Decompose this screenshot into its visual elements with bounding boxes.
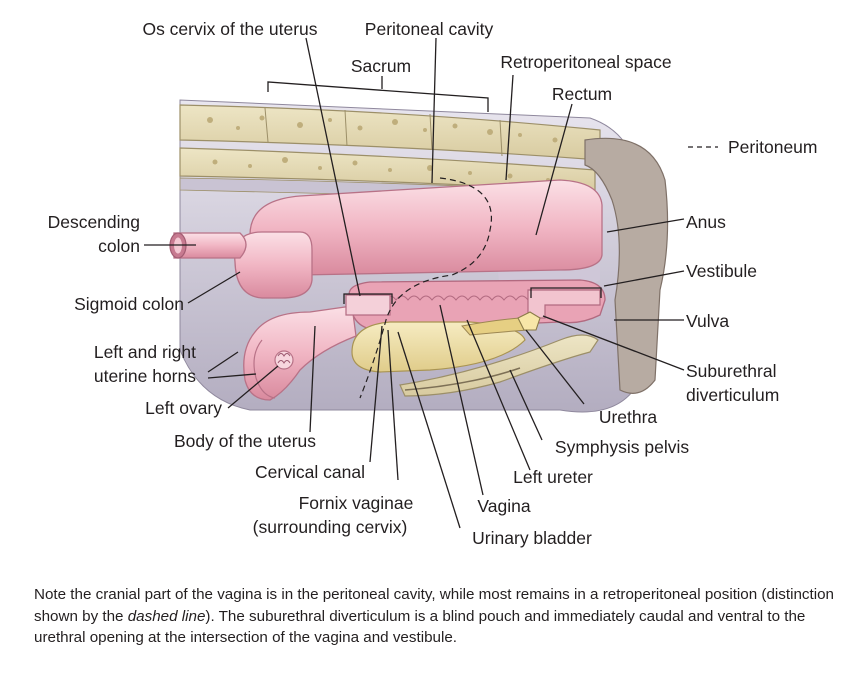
label-peritoneum: Peritoneum xyxy=(728,137,818,157)
label-uterine-horns-1: Left and right xyxy=(94,342,196,362)
suburethral-diverticulum xyxy=(517,311,541,331)
label-vagina: Vagina xyxy=(477,496,530,516)
caption-emphasis: dashed line xyxy=(127,607,206,625)
label-suburethral-2: diverticulum xyxy=(686,385,779,405)
perineal-wall xyxy=(584,137,669,394)
cervix xyxy=(345,294,391,316)
leader-lines xyxy=(144,37,718,529)
cervix-bracket xyxy=(343,293,393,304)
ovary xyxy=(274,350,294,370)
label-body-of-uterus: Body of the uterus xyxy=(174,431,316,451)
label-anus: Anus xyxy=(686,212,726,232)
label-cervical-canal: Cervical canal xyxy=(255,462,365,482)
label-suburethral-1: Suburethral xyxy=(686,361,776,381)
sacrum-bracket xyxy=(267,76,489,112)
label-uterine-horns-2: uterine horns xyxy=(94,366,196,386)
label-vestibule: Vestibule xyxy=(686,261,757,281)
sigmoid-colon xyxy=(234,231,313,299)
label-os-cervix: Os cervix of the uterus xyxy=(142,19,317,39)
label-fornix-1: Fornix vaginae xyxy=(299,493,414,513)
label-urinary-bladder: Urinary bladder xyxy=(472,528,592,548)
label-sigmoid-colon: Sigmoid colon xyxy=(74,294,184,314)
vestibule-bracket xyxy=(530,287,602,298)
label-peritoneal-cavity: Peritoneal cavity xyxy=(365,19,494,39)
label-retroperitoneal-space: Retroperitoneal space xyxy=(500,52,671,72)
label-left-ureter: Left ureter xyxy=(513,467,593,487)
label-fornix-2: (surrounding cervix) xyxy=(253,517,408,537)
caption-text-1: Note the cranial part of the vagina is i… xyxy=(34,586,835,625)
symphysis-pelvis xyxy=(399,334,599,397)
label-sacrum: Sacrum xyxy=(351,56,411,76)
label-descending-colon-1: Descending xyxy=(48,212,140,232)
label-urethra: Urethra xyxy=(599,407,658,427)
label-rectum: Rectum xyxy=(552,84,612,104)
uterine-horns xyxy=(253,339,276,399)
label-vulva: Vulva xyxy=(686,311,729,331)
sacrum xyxy=(179,104,601,201)
label-descending-colon-2: colon xyxy=(98,236,140,256)
figure-caption: Note the cranial part of the vagina is i… xyxy=(34,584,834,649)
anatomy-diagram: Os cervix of the uterus Peritoneal cavit… xyxy=(48,19,818,548)
label-left-ovary: Left ovary xyxy=(145,398,222,418)
caption-text-2: ). The suburethral diverticulum is a bli… xyxy=(34,607,806,647)
uterine-body xyxy=(243,305,357,401)
label-symphysis-pelvis: Symphysis pelvis xyxy=(555,437,689,457)
